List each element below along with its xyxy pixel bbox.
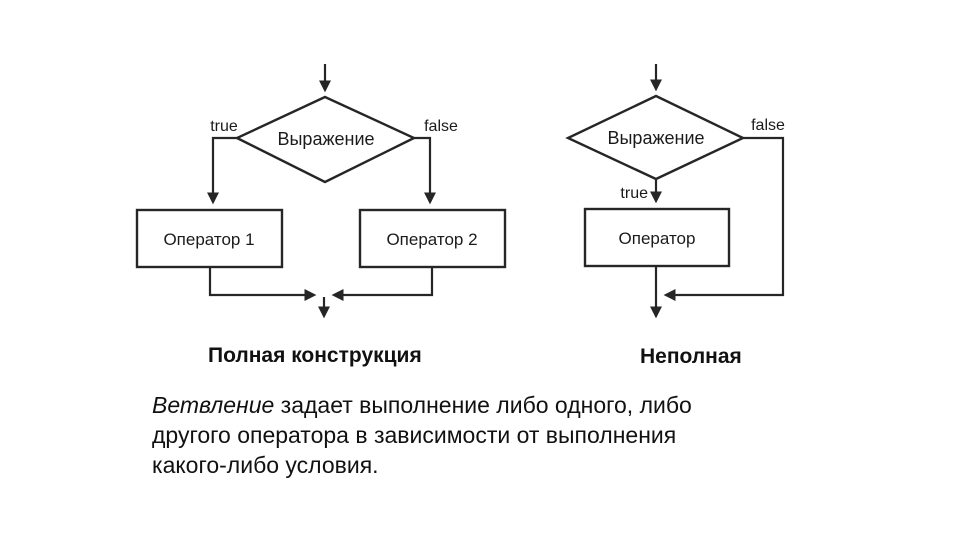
operator1-box — [135, 208, 284, 269]
branching-flowcharts: Выражение true false Оператор 1 Оператор… — [135, 64, 785, 319]
true-branch-label: true — [620, 185, 648, 202]
caption-incomplete-construction: Неполная — [640, 345, 742, 368]
true-branch-label: true — [210, 118, 238, 135]
false-bypass-arrow — [663, 136, 785, 302]
merge-left-arrow — [208, 267, 317, 302]
description-lead-italic: Ветвление — [152, 392, 275, 418]
operator-label: Оператор — [619, 229, 696, 248]
condition-label: Выражение — [607, 128, 704, 148]
description-line-1: Ветвление задает выполнение либо одного,… — [152, 390, 692, 420]
caption-full-construction: Полная конструкция — [208, 344, 422, 367]
description-line-1-rest: задает выполнение либо одного, либо — [274, 392, 692, 418]
operator2-label: Оператор 2 — [386, 230, 477, 249]
description-line-3: какого-либо условия. — [152, 452, 379, 478]
merge-right-arrow — [331, 267, 434, 302]
condition-label: Выражение — [277, 129, 374, 149]
operator1-label: Оператор 1 — [163, 230, 254, 249]
description-line-2: другого оператора в зависимости от выпол… — [152, 422, 677, 448]
false-branch-label: false — [424, 118, 458, 135]
condition-diamond — [234, 95, 417, 184]
operator-box — [583, 207, 731, 268]
description-paragraph: Ветвление задает выполнение либо одного,… — [152, 390, 692, 480]
true-branch-arrow — [206, 136, 237, 205]
flowchart-incomplete-construction: Выражение false true Оператор — [565, 64, 785, 319]
false-branch-arrow — [414, 136, 437, 205]
false-branch-label: false — [751, 117, 785, 134]
flowchart-full-construction: Выражение true false Оператор 1 Оператор… — [135, 64, 507, 319]
